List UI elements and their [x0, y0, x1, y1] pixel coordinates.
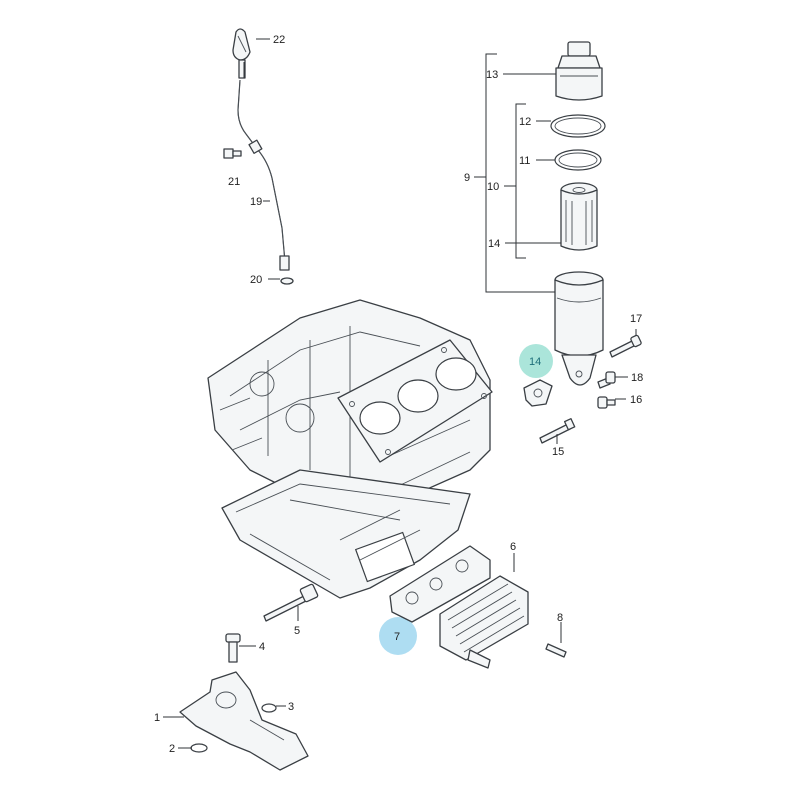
gasket-14[interactable]	[523, 379, 553, 407]
highlight-circle-7[interactable]	[379, 617, 417, 655]
label-21[interactable]: 21	[228, 176, 240, 188]
seal-3[interactable]	[261, 703, 277, 713]
part-labels: 22 21 19 20 13 12 11 9 10 14 17 14 18 16…	[154, 34, 643, 755]
label-17[interactable]: 17	[630, 313, 642, 325]
oil-pump-1[interactable]	[179, 671, 309, 771]
label-12[interactable]: 12	[519, 116, 531, 128]
label-20[interactable]: 20	[250, 274, 262, 286]
bolt-4[interactable]	[225, 633, 241, 663]
label-7[interactable]: 7	[394, 631, 400, 643]
label-16[interactable]: 16	[630, 394, 642, 406]
label-3[interactable]: 3	[288, 701, 294, 713]
dipstick-tube-19[interactable]	[237, 79, 290, 271]
sensor-5[interactable]	[263, 583, 319, 622]
label-19[interactable]: 19	[250, 196, 262, 208]
bolt-16[interactable]	[597, 396, 616, 409]
filter-housing[interactable]	[554, 271, 604, 386]
seal-ring-20[interactable]	[280, 277, 294, 285]
label-8[interactable]: 8	[557, 612, 563, 624]
label-4[interactable]: 4	[259, 641, 265, 653]
leader-lines	[163, 38, 637, 749]
cylinder-head-gasket[interactable]	[337, 339, 493, 463]
label-11[interactable]: 11	[519, 155, 530, 167]
seal-2[interactable]	[190, 743, 208, 753]
bolt-8[interactable]	[545, 643, 567, 658]
o-ring-12[interactable]	[550, 114, 606, 138]
label-14-gasket[interactable]: 14	[529, 356, 541, 368]
oil-cooler-6[interactable]	[439, 575, 529, 669]
highlight-circle-14[interactable]	[519, 344, 553, 378]
oil-cooler-gasket-7[interactable]	[389, 545, 491, 623]
filter-element-14[interactable]	[560, 182, 598, 251]
label-18[interactable]: 18	[631, 372, 643, 384]
bolt-21[interactable]	[223, 148, 242, 159]
label-9[interactable]: 9	[464, 172, 470, 184]
label-10[interactable]: 10	[487, 181, 499, 193]
label-5[interactable]: 5	[294, 625, 300, 637]
label-22[interactable]: 22	[273, 34, 285, 46]
label-1[interactable]: 1	[154, 712, 160, 724]
bolt-18[interactable]	[597, 371, 616, 389]
label-14-filter[interactable]: 14	[488, 238, 500, 250]
label-15[interactable]: 15	[552, 446, 564, 458]
o-ring-11[interactable]	[554, 149, 602, 171]
pin-15[interactable]	[539, 418, 576, 444]
label-6[interactable]: 6	[510, 541, 516, 553]
dipstick-handle-22[interactable]	[232, 28, 251, 79]
filter-cap-13[interactable]	[555, 41, 603, 101]
label-2[interactable]: 2	[169, 743, 175, 755]
lower-crankcase[interactable]	[221, 469, 471, 599]
label-13[interactable]: 13	[486, 69, 498, 81]
bolt-17[interactable]	[609, 334, 642, 358]
